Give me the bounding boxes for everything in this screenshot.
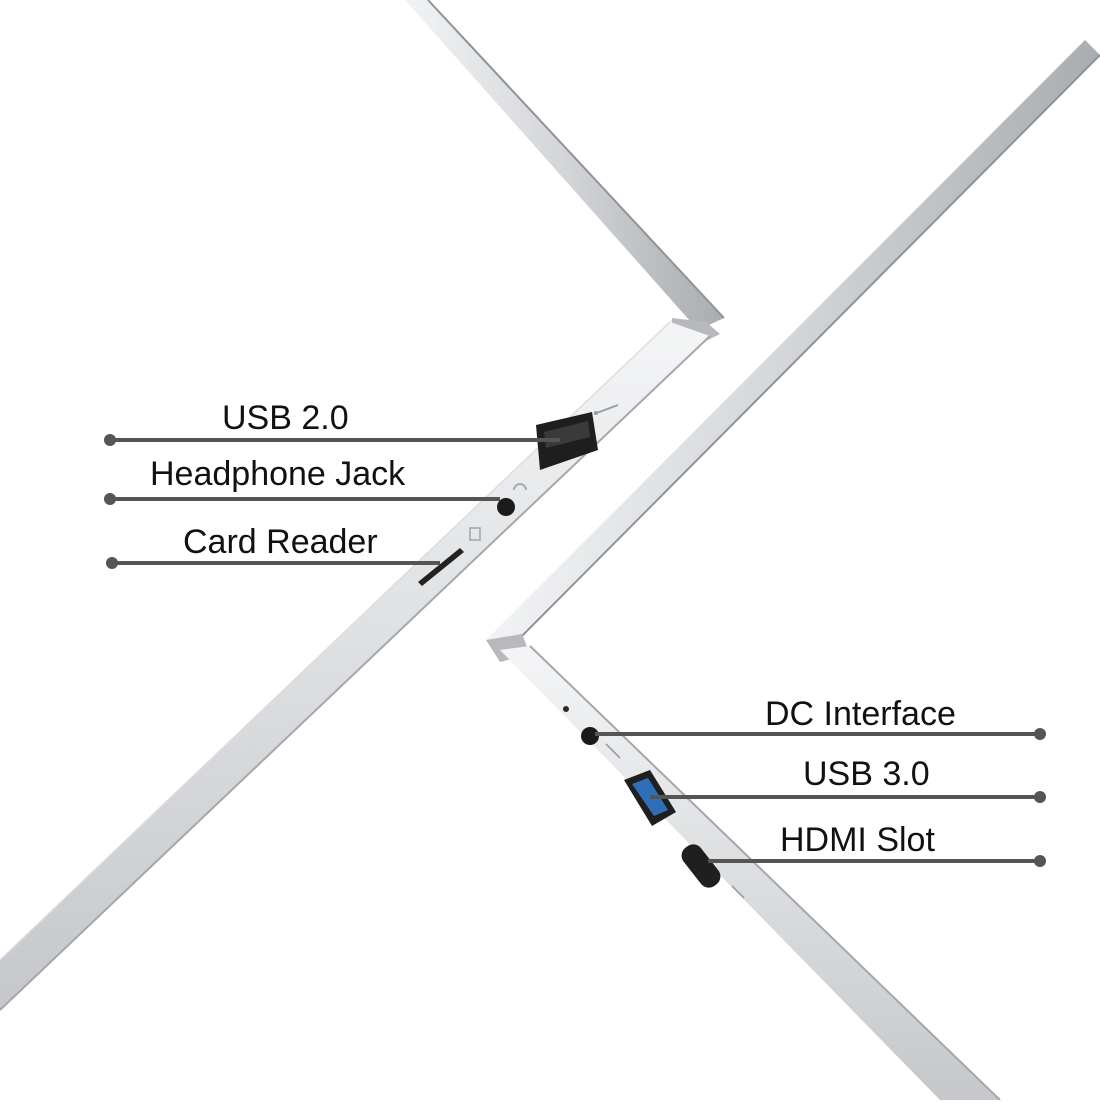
hdmi-symbol-icon	[731, 885, 745, 899]
headphone-jack-label: Headphone Jack	[150, 455, 406, 493]
headphone-jack-port	[497, 498, 515, 516]
dc-interface-label: DC Interface	[765, 695, 956, 733]
card-reader-slot	[418, 548, 464, 586]
callout-lines	[104, 434, 1046, 867]
left-laptop	[0, 0, 725, 1011]
headphone-jack-leader-dot	[104, 493, 116, 505]
card-reader-label: Card Reader	[183, 523, 378, 561]
usb-2-0-leader-dot	[104, 434, 116, 446]
hdmi-slot-port	[681, 844, 721, 888]
dc-interface-leader-dot	[1034, 728, 1046, 740]
left-laptop-lid	[405, 0, 724, 330]
card-reader-leader-dot	[106, 557, 118, 569]
right-laptop	[486, 40, 1100, 1101]
dc-interface-port	[581, 727, 599, 745]
headphone-icon	[513, 483, 527, 491]
hdmi-slot-label: HDMI Slot	[780, 821, 935, 859]
right-laptop-lid	[486, 40, 1100, 648]
usb-3-0-label: USB 3.0	[803, 755, 930, 793]
sd-card-icon	[469, 527, 481, 541]
power-symbol-icon	[605, 743, 621, 759]
usb-symbol-icon	[593, 404, 619, 415]
usb-3-0-leader-dot	[1034, 791, 1046, 803]
hdmi-slot-leader-dot	[1034, 855, 1046, 867]
usb-2-0-label: USB 2.0	[222, 399, 349, 437]
left-laptop-base	[0, 322, 710, 1010]
right-laptop-base	[500, 646, 1000, 1100]
indicator-light	[563, 706, 569, 712]
